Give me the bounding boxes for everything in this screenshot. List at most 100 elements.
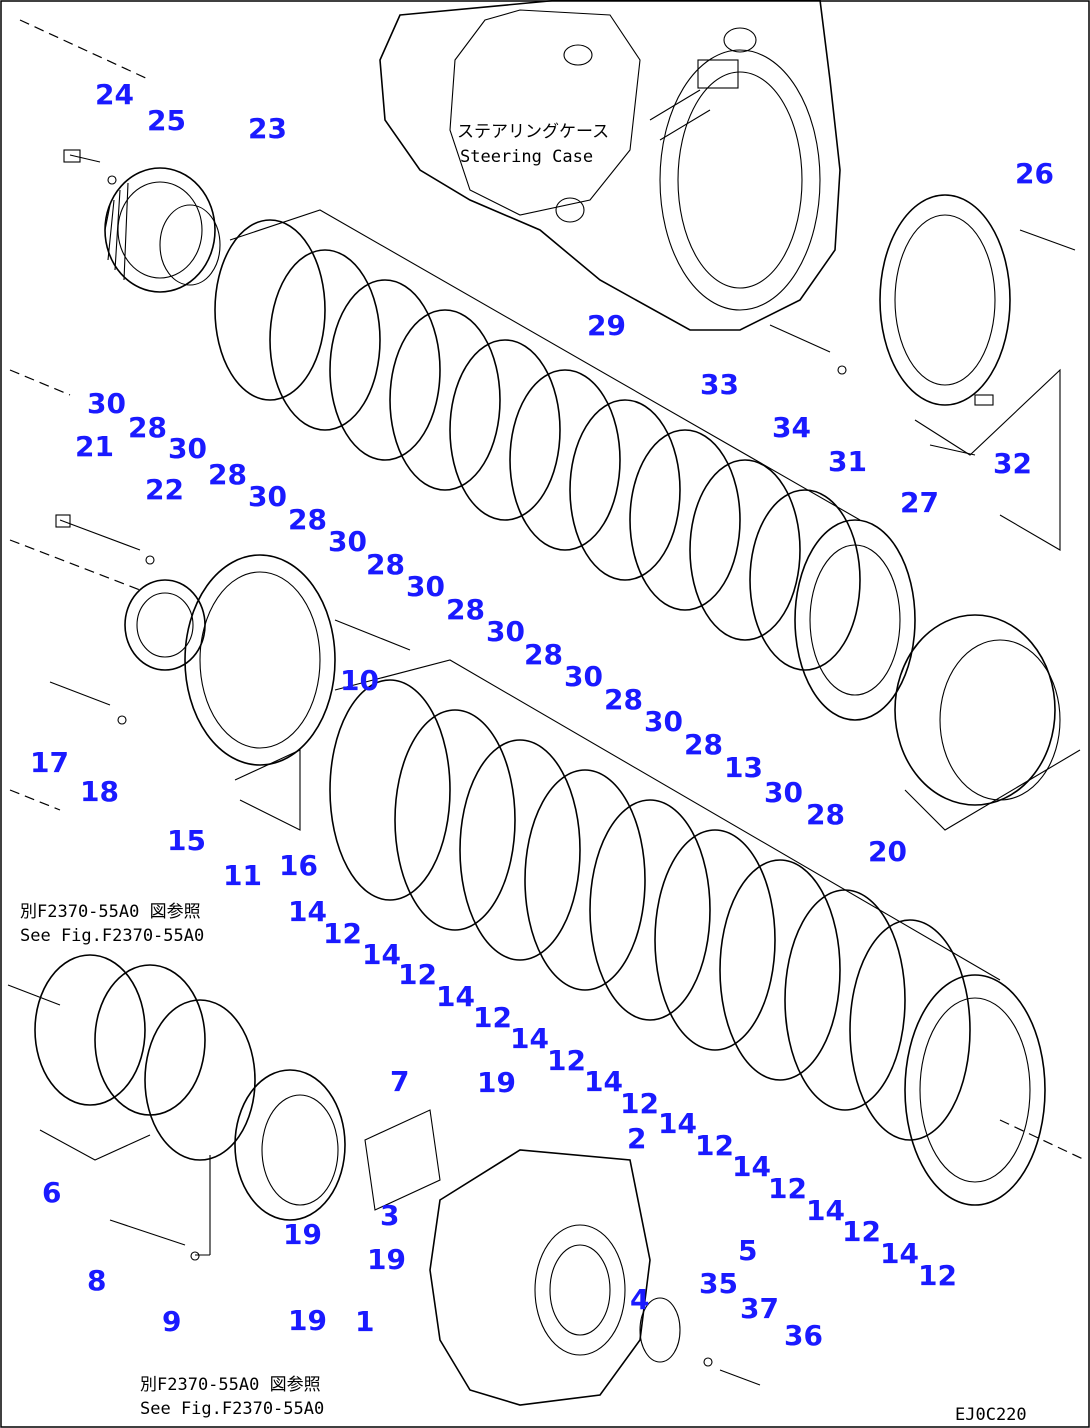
callout-23: 23 bbox=[248, 112, 287, 145]
callout-30: 30 bbox=[248, 480, 287, 513]
callout-14: 14 bbox=[880, 1237, 919, 1270]
callout-4: 4 bbox=[630, 1283, 649, 1316]
cover-35 bbox=[639, 1297, 681, 1363]
callout-14: 14 bbox=[658, 1107, 697, 1140]
callout-33: 33 bbox=[700, 368, 739, 401]
callout-14: 14 bbox=[288, 895, 327, 928]
callout-19: 19 bbox=[367, 1243, 406, 1276]
callout-32: 32 bbox=[993, 447, 1032, 480]
upper-clutch-pack bbox=[214, 209, 916, 721]
bolt-17 bbox=[49, 681, 111, 706]
callout-13: 13 bbox=[724, 751, 763, 784]
reference-note-en: See Fig.F2370-55A0 bbox=[20, 926, 204, 946]
callout-30: 30 bbox=[486, 615, 525, 648]
callout-18: 18 bbox=[80, 775, 119, 808]
callout-28: 28 bbox=[524, 638, 563, 671]
bolt-24 bbox=[69, 154, 101, 163]
callout-14: 14 bbox=[584, 1065, 623, 1098]
callout-28: 28 bbox=[366, 548, 405, 581]
callout-11: 11 bbox=[223, 859, 262, 892]
callout-14: 14 bbox=[362, 938, 401, 971]
callout-19: 19 bbox=[283, 1218, 322, 1251]
callout-14: 14 bbox=[732, 1150, 771, 1183]
callout-14: 14 bbox=[436, 980, 475, 1013]
callout-35: 35 bbox=[699, 1267, 738, 1300]
callout-8: 8 bbox=[87, 1264, 106, 1297]
callout-28: 28 bbox=[446, 593, 485, 626]
bolt-8 bbox=[109, 1219, 186, 1246]
rings-6 bbox=[7, 954, 256, 1161]
callout-30: 30 bbox=[564, 660, 603, 693]
callout-12: 12 bbox=[323, 917, 362, 950]
callout-30: 30 bbox=[764, 776, 803, 809]
callout-7: 7 bbox=[390, 1065, 409, 1098]
callout-30: 30 bbox=[644, 705, 683, 738]
callout-9: 9 bbox=[162, 1305, 181, 1338]
ring-20 bbox=[894, 614, 1081, 831]
callout-28: 28 bbox=[208, 458, 247, 491]
callout-10: 10 bbox=[340, 664, 379, 697]
callout-5: 5 bbox=[738, 1234, 757, 1267]
steering-case-label-en: Steering Case bbox=[460, 147, 593, 167]
bearing-housing bbox=[195, 1069, 346, 1256]
callout-12: 12 bbox=[695, 1129, 734, 1162]
bolt-36 bbox=[719, 1369, 761, 1386]
callout-28: 28 bbox=[806, 798, 845, 831]
callout-27: 27 bbox=[900, 486, 939, 519]
steering-case-label-jp: ステアリングケース bbox=[457, 122, 609, 142]
washer-9 bbox=[190, 1251, 200, 1261]
plate-15 bbox=[184, 554, 411, 831]
callout-15: 15 bbox=[167, 824, 206, 857]
callout-1: 1 bbox=[355, 1305, 374, 1338]
callout-12: 12 bbox=[547, 1044, 586, 1077]
callout-29: 29 bbox=[587, 309, 626, 342]
callout-20: 20 bbox=[868, 835, 907, 868]
callout-36: 36 bbox=[784, 1319, 823, 1352]
reference-note-jp: 別F2370-55A0 図参照 bbox=[20, 902, 201, 922]
callout-22: 22 bbox=[145, 473, 184, 506]
drawing-id: EJ0C220 bbox=[955, 1405, 1027, 1425]
callout-37: 37 bbox=[740, 1292, 779, 1325]
housing-1 bbox=[429, 1149, 651, 1406]
callout-28: 28 bbox=[288, 503, 327, 536]
washer-25 bbox=[107, 175, 117, 185]
callout-2: 2 bbox=[627, 1122, 646, 1155]
callout-26: 26 bbox=[1015, 157, 1054, 190]
bolt-21 bbox=[59, 519, 141, 551]
steering-case bbox=[379, 0, 841, 331]
callout-28: 28 bbox=[128, 411, 167, 444]
callout-31: 31 bbox=[828, 445, 867, 478]
bolt-24-head bbox=[63, 149, 81, 163]
callout-12: 12 bbox=[473, 1001, 512, 1034]
callout-24: 24 bbox=[95, 78, 134, 111]
washer-18 bbox=[117, 715, 127, 725]
washer-37 bbox=[703, 1357, 713, 1367]
callout-19: 19 bbox=[477, 1066, 516, 1099]
reference-note-jp: 別F2370-55A0 図参照 bbox=[140, 1375, 321, 1395]
reference-note-en: See Fig.F2370-55A0 bbox=[140, 1399, 324, 1419]
callout-14: 14 bbox=[510, 1022, 549, 1055]
callout-25: 25 bbox=[147, 104, 186, 137]
bolt-21-head bbox=[55, 514, 71, 528]
bolt-33 bbox=[769, 324, 831, 353]
callout-17: 17 bbox=[30, 746, 69, 779]
callout-34: 34 bbox=[772, 411, 811, 444]
callout-12: 12 bbox=[842, 1215, 881, 1248]
callout-6: 6 bbox=[42, 1176, 61, 1209]
callout-12: 12 bbox=[398, 958, 437, 991]
washer-22 bbox=[145, 555, 155, 565]
plate-31 bbox=[879, 194, 1076, 551]
callout-16: 16 bbox=[279, 849, 318, 882]
washer-34 bbox=[837, 365, 847, 375]
callout-19: 19 bbox=[288, 1304, 327, 1337]
callout-30: 30 bbox=[168, 432, 207, 465]
callout-12: 12 bbox=[620, 1087, 659, 1120]
callout-30: 30 bbox=[87, 387, 126, 420]
gasket-7 bbox=[364, 1109, 441, 1211]
callout-28: 28 bbox=[684, 728, 723, 761]
callout-28: 28 bbox=[604, 683, 643, 716]
callout-12: 12 bbox=[768, 1172, 807, 1205]
callout-30: 30 bbox=[328, 525, 367, 558]
